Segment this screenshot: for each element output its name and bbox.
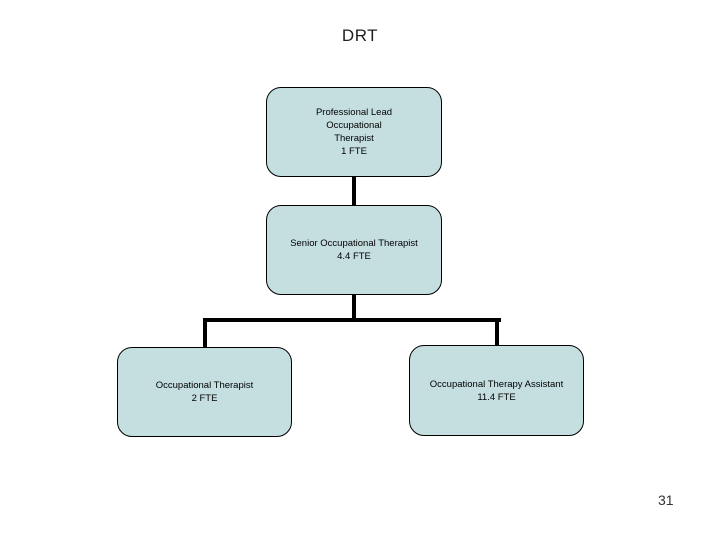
- org-box-line: Occupational: [326, 120, 382, 131]
- org-box-line: Occupational Therapy Assistant: [429, 378, 564, 390]
- org-box-professional-lead: Professional Lead Occupational Therapist…: [266, 87, 442, 177]
- org-box-senior-occupational-therapist: Senior Occupational Therapist 4.4 FTE: [266, 205, 442, 295]
- org-box-line: Occupational Therapist: [155, 380, 254, 391]
- org-box-line: Senior Occupational Therapist: [290, 238, 418, 249]
- org-box-line: 2 FTE: [191, 393, 218, 404]
- org-box-line: 11.4 FTE: [477, 391, 516, 403]
- slide-title: DRT: [341, 26, 379, 45]
- connector-drop-to-therapist: [203, 320, 207, 348]
- connector-drop-to-assistant: [495, 320, 499, 346]
- org-box-line: Therapist: [334, 133, 374, 144]
- org-box-line: 4.4 FTE: [337, 251, 371, 262]
- connector-senior-stem: [352, 294, 356, 320]
- connector-branch-horizontal: [203, 318, 501, 322]
- org-box-ot-assistant: Occupational Therapy Assistant 11.4 FTE: [409, 345, 584, 436]
- org-box-line: Professional Lead: [315, 107, 393, 118]
- page-number: 31: [658, 492, 674, 508]
- connector-lead-to-senior: [352, 176, 356, 206]
- org-box-line: 1 FTE: [341, 146, 367, 157]
- org-box-occupational-therapist: Occupational Therapist 2 FTE: [117, 347, 292, 437]
